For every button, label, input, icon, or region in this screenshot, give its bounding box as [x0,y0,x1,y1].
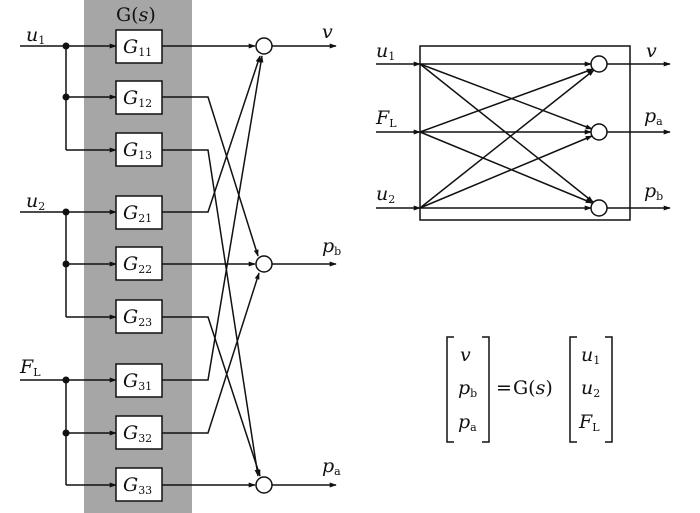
left-diagram: G(s) u1 u2 [19,0,341,513]
lhs-entry-pa: pa [458,411,477,434]
right-diagram: u1 FL u2 v pa pb [375,40,671,221]
rhs-entry-u2: u2 [581,377,600,400]
g-block-21: G21 [115,195,163,230]
g-block-31: G31 [115,363,163,398]
right-sum-pa [590,123,608,141]
svg-text:G21: G21 [123,202,152,225]
equation-gs: G(s) [513,377,553,399]
left-output-label-v: v [322,21,333,43]
right-input-label-u1: u1 [376,40,395,63]
left-input-label-u2: u2 [26,190,45,213]
g-block-13: G13 [115,132,163,167]
lhs-right-bracket [482,336,490,443]
matrix-equation: v pb pa = G(s) u1 u2 FL [446,336,613,443]
sum-junction-pa [255,476,273,494]
right-sum-v [590,55,608,73]
rhs-entry-u1: u1 [581,344,600,367]
rhs-left-bracket [569,336,577,443]
sum-junction-v [255,37,273,55]
rhs-right-bracket [605,336,613,443]
svg-text:G33: G33 [123,474,152,497]
right-internal-wiring [419,61,595,211]
svg-text:G31: G31 [123,370,152,393]
svg-text:G23: G23 [123,306,152,329]
left-output-label-pa: pa [322,455,341,478]
right-output-label-pb: pb [644,180,663,203]
svg-text:G22: G22 [123,253,152,276]
right-sum-pb [590,199,608,217]
block-output-wiring [162,43,264,488]
right-output-label-v: v [646,40,657,62]
right-output-label-pa: pa [644,105,663,128]
g-block-12: G12 [115,80,163,115]
rhs-entry-fl: FL [578,411,600,434]
left-input-label-u1: u1 [26,24,45,47]
g-block-22: G22 [115,246,163,281]
g-block-23: G23 [115,299,163,334]
svg-text:G12: G12 [123,87,152,110]
gs-band-title: G(s) [116,4,156,26]
left-input-label-fl: FL [19,356,41,379]
svg-text:G11: G11 [123,36,152,59]
right-input-label-fl: FL [375,107,397,130]
lhs-entry-v: v [460,344,471,366]
left-output-label-pb: pb [322,235,341,258]
g-block-11: G11 [115,29,163,64]
svg-text:G32: G32 [123,422,152,445]
sum-junction-pb [255,255,273,273]
right-input-label-u2: u2 [376,183,395,206]
left-input-wiring [20,42,117,488]
equation-operator: = [496,377,512,399]
lhs-entry-pb: pb [458,377,477,400]
g-block-33: G33 [115,467,163,502]
svg-text:G13: G13 [123,139,152,162]
g-block-32: G32 [115,415,163,450]
lhs-left-bracket [446,336,454,443]
